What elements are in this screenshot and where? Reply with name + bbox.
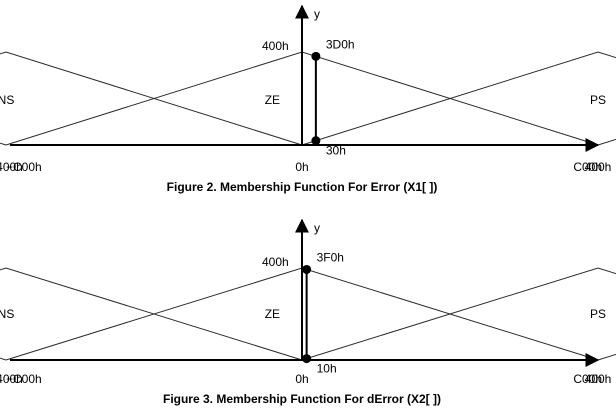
x-tick-label: 0h <box>295 372 308 386</box>
set-label-ps: PS <box>590 93 606 107</box>
marker-label-upper: 3D0h <box>326 37 355 51</box>
set-label-ns: NS <box>0 93 14 107</box>
mf-ns <box>0 267 303 361</box>
mf-ps <box>301 51 616 146</box>
marker-point-lower <box>311 136 321 146</box>
figure-3-derror: y 400h NMNSZEPSPM −C00h−800h−400h0h400h8… <box>0 218 616 406</box>
x-tick-label: 400h <box>585 372 612 386</box>
x-tick-labels: −C00h−800h−400h0h400h800hC00h <box>0 160 612 174</box>
x-tick-label: −400h <box>0 160 23 174</box>
set-label-ns: NS <box>0 307 14 321</box>
x-tick-labels: −C00h−800h−400h0h400h800hC00h <box>0 372 612 386</box>
marker-point-lower <box>302 354 312 364</box>
x-tick-label: −C00h <box>6 160 42 174</box>
x-tick-label: C00h <box>573 160 602 174</box>
y-axis-label: y <box>314 7 320 21</box>
marker-label-lower: 10h <box>317 362 337 376</box>
x-tick-label: −400h <box>0 372 23 386</box>
x-tick-label: 400h <box>585 160 612 174</box>
mf-ns <box>0 51 303 146</box>
figure-caption: Figure 3. Membership Function For dError… <box>163 392 441 406</box>
y-peak-label: 400h <box>262 39 289 53</box>
x-tick-label: 0h <box>295 160 308 174</box>
membership-curves <box>0 51 616 146</box>
x-tick-label: −C00h <box>6 372 42 386</box>
set-labels: NMNSZEPSPM <box>0 307 606 321</box>
figure-caption: Figure 2. Membership Function For Error … <box>167 180 438 194</box>
marker-label-upper: 3F0h <box>317 250 344 264</box>
set-label-ze: ZE <box>265 93 280 107</box>
membership-curves <box>0 267 616 361</box>
y-peak-label: 400h <box>262 255 289 269</box>
marker-point-upper <box>302 264 312 274</box>
set-label-ps: PS <box>590 307 606 321</box>
set-labels: NMNSZEPSPM <box>0 93 606 107</box>
set-label-ze: ZE <box>265 307 280 321</box>
figure-2-error: y 400h NMNSZEPSPM −C00h−800h−400h0h400h8… <box>0 4 616 194</box>
x-tick-label: C00h <box>573 372 602 386</box>
marker-point-upper <box>311 51 321 61</box>
marker-label-lower: 30h <box>326 144 346 158</box>
mf-ps <box>301 267 616 361</box>
y-axis-label: y <box>314 221 320 235</box>
